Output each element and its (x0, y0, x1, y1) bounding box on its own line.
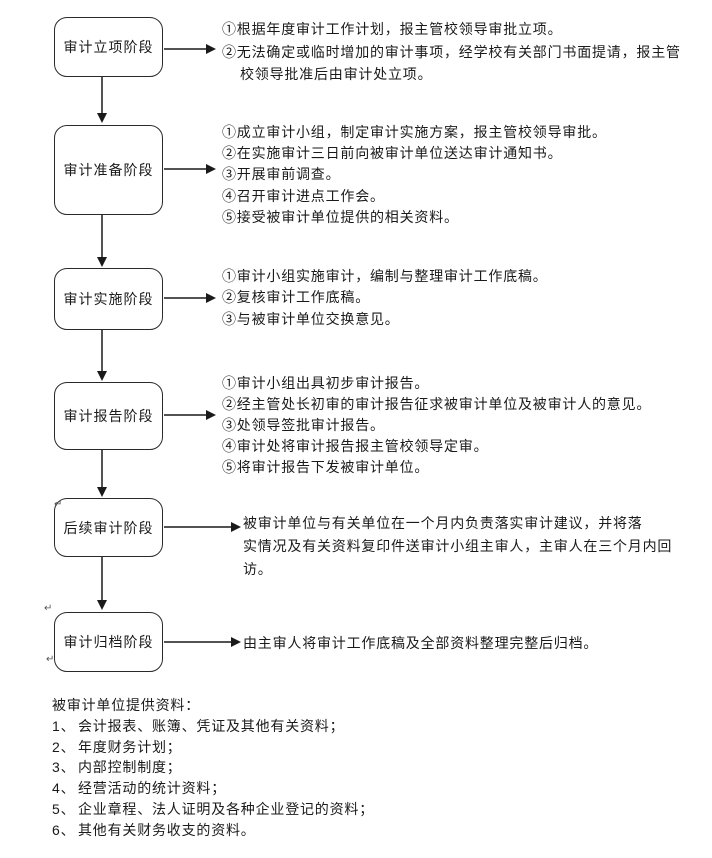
item-number: 2、 (52, 738, 76, 755)
note-line: ①审计小组实施审计，编制与整理审计工作底稿。 (222, 268, 548, 284)
stage-box-implementation: 审计实施阶段 (54, 268, 163, 330)
item-number: 1、 (52, 717, 76, 734)
note-line: ①成立审计小组，制定审计实施方案，报主管校领导审批。 (222, 124, 607, 140)
paragraph-return-mark: ↵ (46, 654, 55, 665)
item-text: 会计报表、账簿、凭证及其他有关资料； (78, 717, 345, 734)
stage-label: 审计报告阶段 (63, 408, 154, 424)
note-line: ①审计小组出具初步审计报告。 (222, 375, 430, 391)
stage-notes-archiving: 由主审人将审计工作底稿及全部资料整理完整后归档。 (243, 633, 598, 654)
note-line: ④召开审计进点工作会。 (222, 187, 385, 204)
item-text: 内部控制制度； (78, 759, 182, 776)
item-number: 6、 (52, 821, 76, 838)
note-line: ④审计处将审计报告报主管校领导定审。 (222, 437, 489, 454)
item-text: 其他有关财务收支的资料。 (78, 821, 256, 838)
stage-box-preparation: 审计准备阶段 (54, 125, 163, 215)
stage-notes-implementation: ①审计小组实施审计，编制与整理审计工作底稿。 ②复核审计工作底稿。 ③与被审计单… (222, 266, 548, 330)
stage-notes-follow-up: 被审计单位与有关单位在一个月内负责落实审计建议，并将落 实情况及有关资料复印件送… (243, 512, 672, 582)
note-line: 实情况及有关资料复印件送审计小组主审人，主审人在三个月内回 (243, 538, 673, 555)
note-line: 由主审人将审计工作底稿及全部资料整理完整后归档。 (243, 635, 599, 651)
note-line: ②复核审计工作底稿。 (222, 289, 370, 306)
list-item: 6、 其他有关财务收支的资料。 (52, 820, 374, 841)
stage-notes-initiation: ①根据年度审计工作计划，报主管校领导审批立项。 ②无法确定或临时增加的审计事项，… (222, 18, 681, 86)
item-number: 4、 (52, 780, 76, 797)
stage-box-reporting: 审计报告阶段 (54, 382, 163, 450)
list-item: 1、 会计报表、账簿、凭证及其他有关资料； (52, 716, 374, 737)
note-line: ①根据年度审计工作计划，报主管校领导审批立项。 (222, 21, 563, 37)
stage-box-archiving: 审计归档阶段 (54, 612, 163, 672)
stage-label: 审计实施阶段 (63, 291, 154, 307)
note-line: ③与被审计单位交换意见。 (222, 310, 400, 327)
list-item: 3、 内部控制制度； (52, 757, 374, 778)
note-line: 被审计单位与有关单位在一个月内负责落实审计建议，并将落 (243, 515, 643, 531)
note-line: ⑤接受被审计单位提供的相关资料。 (222, 208, 459, 225)
note-line: ③开展审前调查。 (222, 166, 341, 183)
note-line: 校领导批准后由审计处立项。 (240, 66, 433, 82)
stage-label: 审计立项阶段 (63, 39, 154, 55)
materials-section: 被审计单位提供资料： 1、 会计报表、账簿、凭证及其他有关资料； 2、 年度财务… (52, 695, 374, 841)
note-line: 访。 (243, 561, 273, 578)
note-line: ⑤将审计报告下发被审计单位。 (222, 458, 430, 475)
stage-label: 审计归档阶段 (63, 634, 154, 650)
item-text: 经营活动的统计资料； (78, 780, 226, 797)
materials-title: 被审计单位提供资料： (52, 697, 200, 713)
list-item: 5、 企业章程、法人证明及各种企业登记的资料； (52, 799, 374, 820)
stage-box-follow-up: 后续审计阶段 (54, 498, 163, 557)
stage-notes-reporting: ①审计小组出具初步审计报告。 ②经主管处长初审的审计报告征求被审计单位及被审计人… (222, 373, 651, 478)
note-line: ②经主管处长初审的审计报告征求被审计单位及被审计人的意见。 (222, 395, 652, 412)
paragraph-return-mark: ↵ (54, 499, 63, 510)
stage-box-initiation: 审计立项阶段 (54, 17, 163, 77)
note-line: ②无法确定或临时增加的审计事项，经学校有关部门书面提请，报主管 (222, 43, 681, 60)
item-number: 3、 (52, 759, 76, 776)
list-item: 4、 经营活动的统计资料； (52, 778, 374, 799)
paragraph-return-mark: ↵ (44, 603, 53, 614)
item-text: 年度财务计划； (78, 738, 182, 755)
item-number: 5、 (52, 800, 76, 817)
item-text: 企业章程、法人证明及各种企业登记的资料； (78, 800, 374, 817)
stage-label: 审计准备阶段 (63, 162, 154, 178)
stage-notes-preparation: ①成立审计小组，制定审计实施方案，报主管校领导审批。 ②在实施审计三日前向被审计… (222, 122, 607, 228)
note-line: ②在实施审计三日前向被审计单位送达审计通知书。 (222, 145, 563, 162)
list-item: 2、 年度财务计划； (52, 737, 374, 758)
note-line: ③处领导签批审计报告。 (222, 416, 385, 433)
stage-label: 后续审计阶段 (63, 519, 154, 536)
